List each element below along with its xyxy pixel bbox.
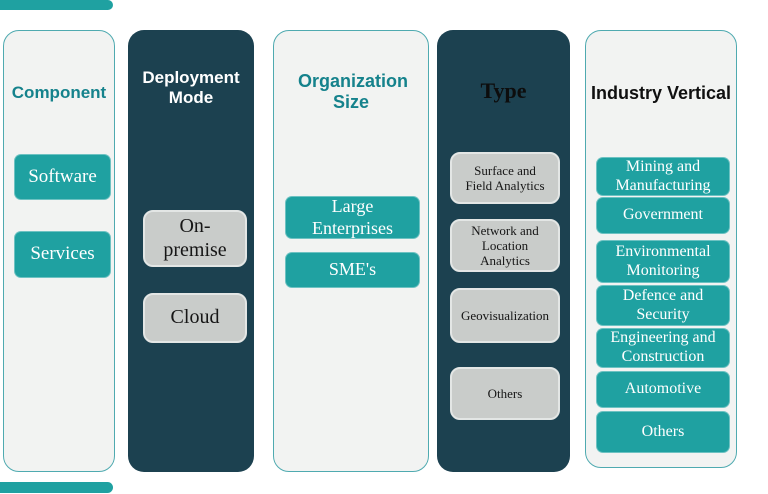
top-left-accent-bar (0, 0, 113, 10)
segment-box-government: Government (596, 197, 730, 234)
column-type-title: Type (480, 78, 527, 103)
segment-box-type-others: Others (450, 367, 560, 420)
segment-box-defence-security: Defence and Security (596, 285, 730, 326)
column-organization-size-title: Organization Size (298, 71, 409, 112)
segment-box-mining-manufacturing: Mining and Manufacturing (596, 157, 730, 196)
segment-box-large-enterprises: Large Enterprises (285, 196, 420, 239)
segment-box-engineering-construction: Engineering and Construction (596, 328, 730, 368)
column-component-title: Component (11, 83, 107, 102)
column-deployment-mode-title: Deployment Mode (142, 68, 240, 107)
column-component: Component Software Services (3, 30, 115, 472)
segment-box-network-location-analytics: Network and Location Analytics (450, 219, 560, 272)
segment-box-automotive: Automotive (596, 371, 730, 408)
column-organization-size: Organization Size Large Enterprises SME'… (273, 30, 429, 472)
column-industry-vertical-title: Industry Vertical (590, 83, 732, 103)
segment-box-on-premise: On-premise (143, 210, 247, 267)
segment-box-cloud: Cloud (143, 293, 247, 343)
segment-box-smes: SME's (285, 252, 420, 288)
segment-box-geovisualization: Geovisualization (450, 288, 560, 343)
segment-box-surface-field-analytics: Surface and Field Analytics (450, 152, 560, 204)
segment-box-software: Software (14, 154, 111, 200)
segment-box-services: Services (14, 231, 111, 278)
column-type: Type Surface and Field Analytics Network… (437, 30, 570, 472)
segment-box-environmental-monitoring: Environmental Monitoring (596, 240, 730, 283)
column-deployment-mode: Deployment Mode On-premise Cloud (128, 30, 254, 472)
column-industry-vertical: Industry Vertical Mining and Manufacturi… (585, 30, 737, 468)
bottom-left-accent-bar (0, 482, 113, 493)
segment-box-industry-others: Others (596, 411, 730, 453)
